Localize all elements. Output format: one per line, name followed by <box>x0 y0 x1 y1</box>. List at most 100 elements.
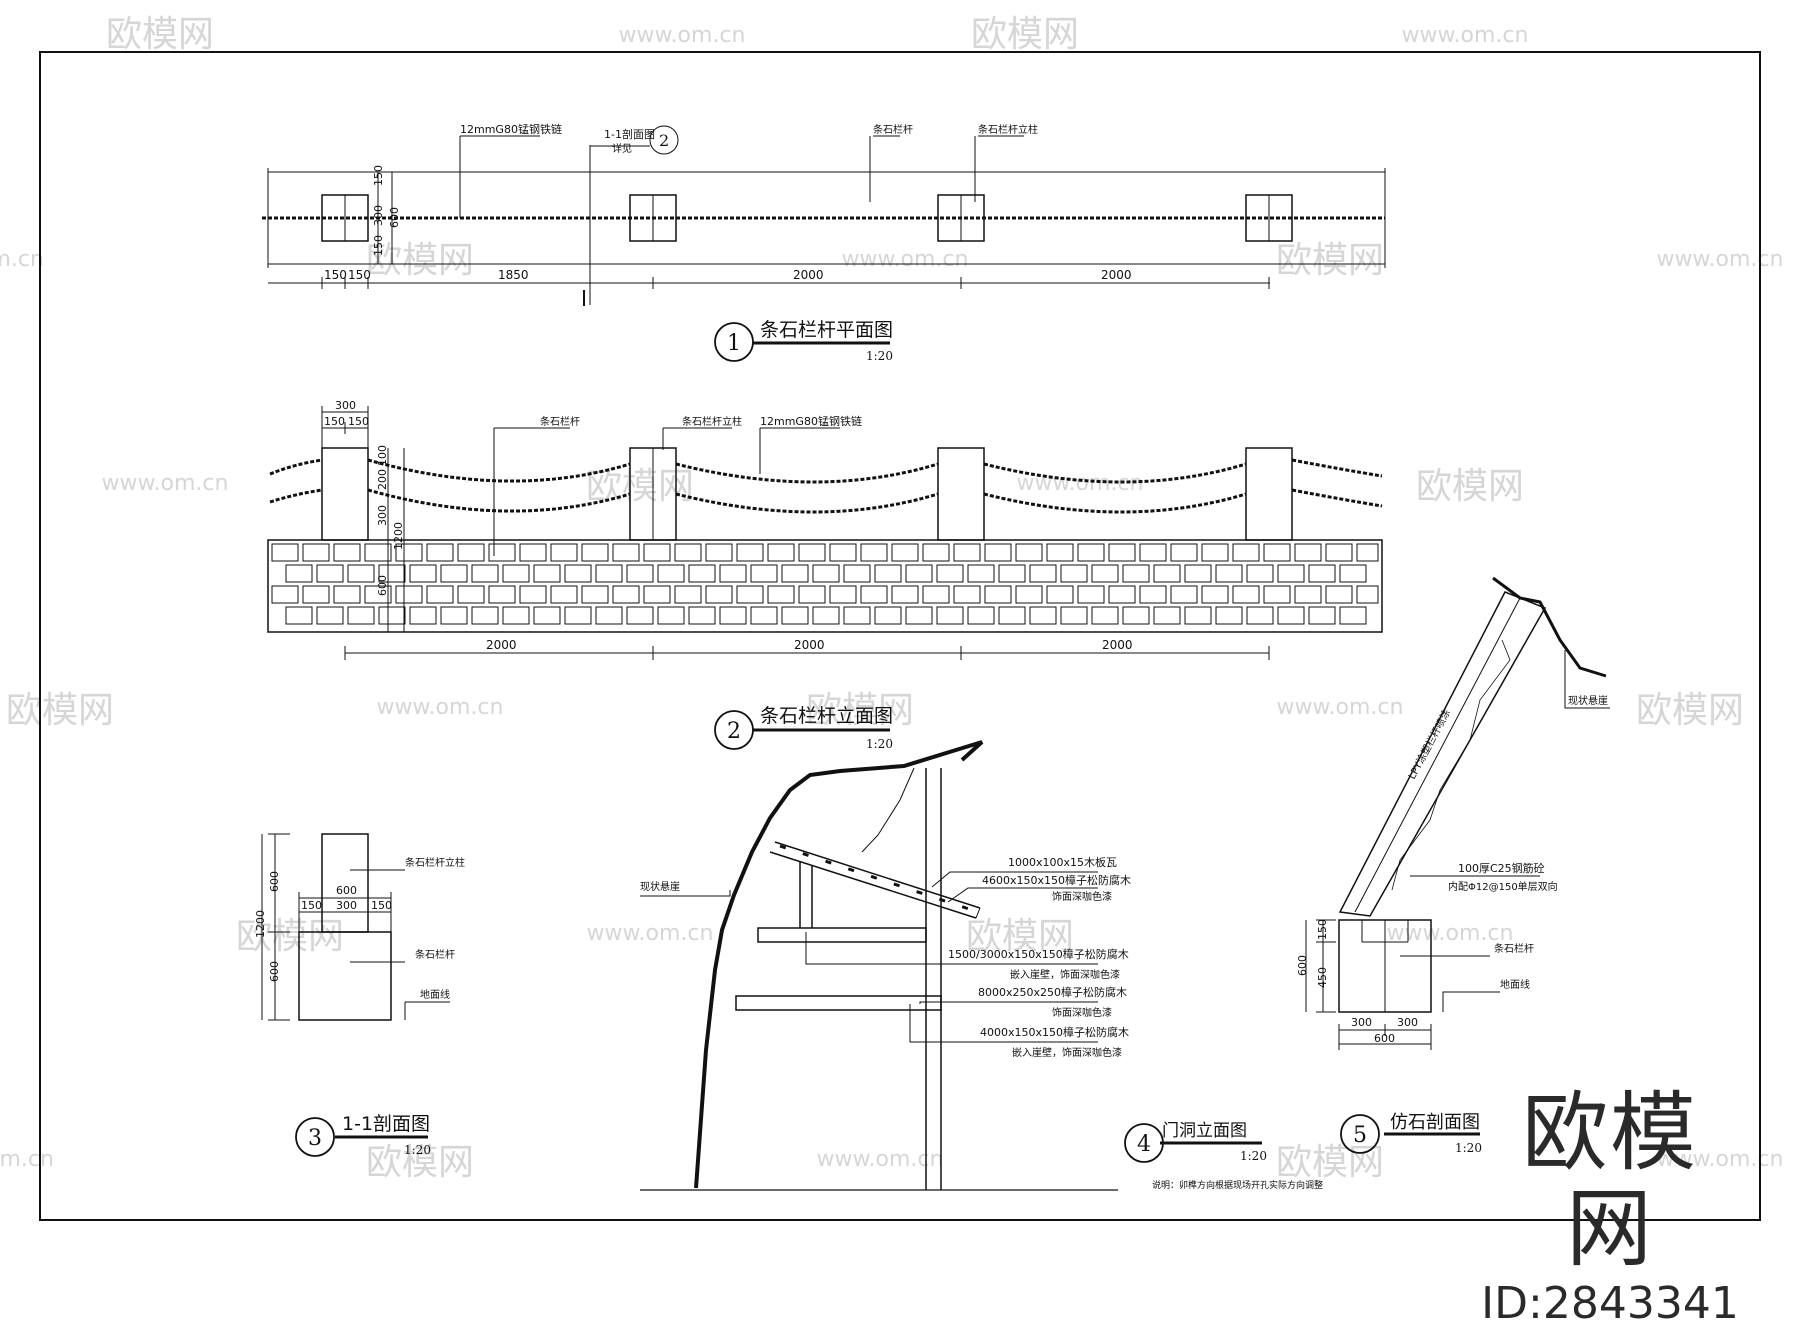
wall-brick <box>488 543 516 562</box>
brand-name: 欧模网 <box>1522 1083 1698 1279</box>
wall-brick <box>426 585 454 604</box>
elev-dim-bottom-1: 2000 <box>486 638 517 652</box>
faux-callout-slab: 100厚C25钢筋砼 <box>1458 861 1545 875</box>
plan-dim-bottom-2: 150 <box>348 268 371 282</box>
watermark-url: www.om.cn <box>619 23 746 48</box>
wall-brick <box>953 585 981 604</box>
sec-dim-width-2: 300 <box>336 899 357 912</box>
door-title: 门洞立面图 <box>1162 1121 1247 1141</box>
wall-brick <box>285 564 313 583</box>
watermark-url: www.om.cn <box>377 695 504 720</box>
section-1-1-view: 600 600 1200 600 150 300 150 条石栏杆立柱 条石栏杆… <box>254 833 465 1157</box>
wall-brick <box>426 543 454 562</box>
elev-post <box>321 447 369 541</box>
watermark-brand: 欧模网 <box>106 14 214 55</box>
wall-brick <box>905 564 933 583</box>
wall-brick <box>750 564 778 583</box>
plan-scale: 1:20 <box>866 349 893 363</box>
wall-brick <box>922 543 950 562</box>
wall-brick <box>1294 585 1322 604</box>
wall-brick <box>1029 564 1057 583</box>
wall-brick <box>626 564 654 583</box>
wall-brick <box>1091 606 1119 625</box>
wall-brick <box>1201 585 1229 604</box>
wall-brick <box>736 543 764 562</box>
wall-brick <box>1170 543 1198 562</box>
sec-callout-rail: 条石栏杆 <box>415 948 455 961</box>
door-elevation-view: 1000x100x15木板瓦 4600x150x150樟子松防腐木 饰面深咖色漆… <box>640 740 1323 1191</box>
wall-brick <box>1060 606 1088 625</box>
wall-brick <box>581 543 609 562</box>
faux-scale: 1:20 <box>1455 1141 1482 1155</box>
plan-dim-bottom-1: 150 <box>324 268 347 282</box>
wall-brick <box>1246 606 1274 625</box>
faux-dim-total: 600 <box>1296 955 1309 976</box>
faux-dim-lower: 450 <box>1316 967 1329 988</box>
wall-brick <box>643 543 671 562</box>
wall-brick <box>333 585 361 604</box>
watermark-brand: 欧模网 <box>806 690 914 731</box>
wall-brick <box>860 585 888 604</box>
wall-brick <box>440 564 468 583</box>
wall-brick <box>1046 585 1074 604</box>
wall-brick <box>378 564 406 583</box>
wall-brick <box>860 543 888 562</box>
wall-brick <box>364 543 392 562</box>
elev-dim-top-total: 300 <box>335 399 356 412</box>
elev-scale: 1:20 <box>866 737 893 751</box>
wall-brick <box>271 543 299 562</box>
wall-brick <box>1091 564 1119 583</box>
wall-brick <box>674 585 702 604</box>
elev-dim-total: 1200 <box>392 522 405 550</box>
brand-id: ID:2843341 <box>1481 1278 1739 1329</box>
wall-brick <box>347 606 375 625</box>
wall-brick <box>409 606 437 625</box>
watermark-brand: 欧模网 <box>1276 1142 1384 1183</box>
sheet-frame <box>39 51 1761 1221</box>
wall-brick <box>1339 564 1367 583</box>
watermark-brand: 欧模网 <box>1416 466 1524 507</box>
wall-brick <box>1108 585 1136 604</box>
door-callout-cliff: 现状悬崖 <box>640 880 680 893</box>
wall-brick <box>719 564 747 583</box>
wall-brick <box>533 564 561 583</box>
faux-dim-width-2: 300 <box>1397 1016 1418 1029</box>
door-callout-4-sub: 饰面深咖色漆 <box>1052 1006 1112 1019</box>
wall-brick <box>736 585 764 604</box>
wall-brick <box>550 585 578 604</box>
wall-brick <box>440 606 468 625</box>
wall-brick <box>457 585 485 604</box>
wall-brick <box>612 585 640 604</box>
elev-wall-bricks <box>271 543 1379 625</box>
plan-dim-bottom-4: 2000 <box>793 268 824 282</box>
wall-brick <box>688 564 716 583</box>
wall-brick <box>812 606 840 625</box>
wall-brick <box>891 585 919 604</box>
wall-brick <box>1170 585 1198 604</box>
elev-dim-left-3: 300 <box>376 505 389 526</box>
wall-brick <box>1108 543 1136 562</box>
wall-brick <box>1232 585 1260 604</box>
wall-brick <box>1277 564 1305 583</box>
elev-dim-top-2: 150 <box>348 415 369 428</box>
plan-title-number: 1 <box>727 331 741 356</box>
wall-brick <box>316 564 344 583</box>
faux-cliff-outline <box>1492 576 1607 678</box>
watermark-url: om.cn <box>0 247 44 272</box>
elevation-chains <box>269 458 1383 514</box>
wall-brick <box>471 564 499 583</box>
sec-callout-post: 条石栏杆立柱 <box>405 856 465 869</box>
wall-brick <box>874 606 902 625</box>
wall-brick <box>302 543 330 562</box>
watermark-brand: 欧模网 <box>366 1142 474 1183</box>
plan-section-marker <box>649 125 679 155</box>
wall-brick <box>705 585 733 604</box>
faux-title-marker <box>1340 1114 1380 1154</box>
wall-brick <box>1308 564 1336 583</box>
wall-brick <box>891 543 919 562</box>
wall-brick <box>1201 543 1229 562</box>
wall-brick <box>984 585 1012 604</box>
watermark-brand: 欧模网 <box>1636 690 1744 731</box>
wall-brick <box>1077 585 1105 604</box>
